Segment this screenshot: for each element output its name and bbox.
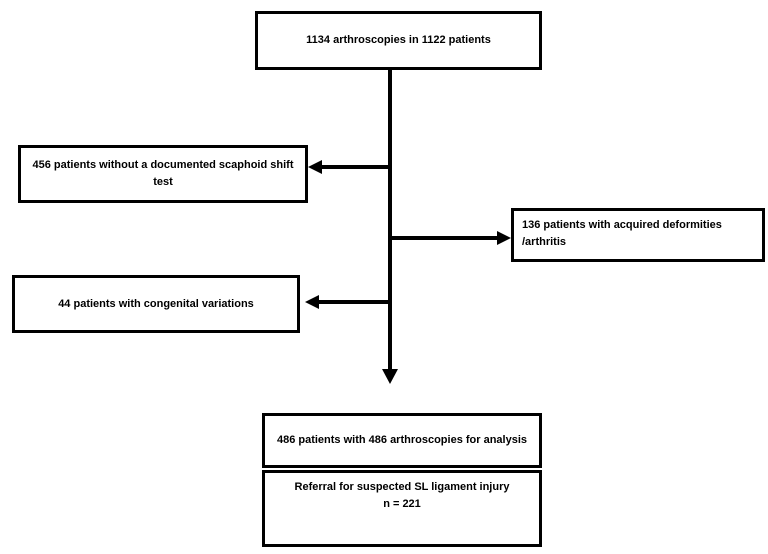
- node-excluded-congenital-variations-label: 44 patients with congenital variations: [58, 297, 254, 310]
- node-total-arthroscopies: 1134 arthroscopies in 1122 patients: [255, 11, 542, 70]
- arrow-main-trunk-arrowhead-icon: [382, 369, 398, 384]
- arrow-to-no-shift-test-shaft: [320, 165, 392, 169]
- node-analysis-label: 486 patients with 486 arthroscopies for …: [276, 434, 528, 446]
- arrow-to-congenital-variations-shaft: [317, 300, 392, 304]
- node-excluded-no-shift-test: 456 patients without a documented scapho…: [18, 145, 308, 203]
- arrow-to-congenital-variations-arrowhead-icon: [305, 295, 319, 309]
- arrow-to-acquired-deformities-arrowhead-icon: [497, 231, 511, 245]
- arrow-to-no-shift-test-arrowhead-icon: [308, 160, 322, 174]
- node-referral: Referral for suspected SL ligament injur…: [262, 470, 542, 547]
- node-analysis: 486 patients with 486 arthroscopies for …: [262, 413, 542, 468]
- arrow-to-acquired-deformities-shaft: [388, 236, 497, 240]
- node-excluded-acquired-deformities-label: 136 patients with acquired deformities /…: [522, 219, 722, 248]
- arrow-main-trunk-shaft: [388, 70, 392, 370]
- node-excluded-acquired-deformities: 136 patients with acquired deformities /…: [511, 208, 765, 262]
- node-referral-line2: n = 221: [383, 498, 421, 510]
- node-total-arthroscopies-label: 1134 arthroscopies in 1122 patients: [306, 34, 491, 46]
- node-referral-line1: Referral for suspected SL ligament injur…: [294, 481, 510, 493]
- node-excluded-congenital-variations: 44 patients with congenital variations: [12, 275, 300, 333]
- node-excluded-no-shift-test-label: 456 patients without a documented scapho…: [32, 159, 294, 188]
- node-referral-label: Referral for suspected SL ligament injur…: [295, 479, 510, 513]
